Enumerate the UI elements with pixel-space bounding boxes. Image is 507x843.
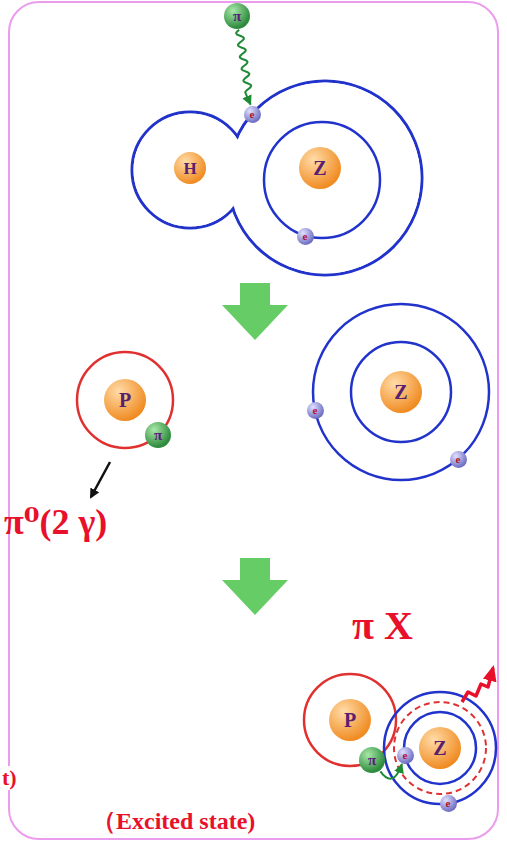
node-text: e <box>456 454 461 465</box>
xray-emission-arrow <box>462 668 493 702</box>
cut-label: t) <box>0 766 19 790</box>
node-text: e <box>250 109 255 120</box>
xray-label: π X <box>352 604 413 648</box>
electron-orbit <box>264 122 380 238</box>
transfer-arrow <box>380 764 402 779</box>
node-text: e <box>313 405 318 416</box>
electron-ball: e <box>297 228 314 245</box>
node-text: e <box>446 798 451 809</box>
electron-orbit <box>351 342 451 442</box>
node-text: Z <box>394 382 407 402</box>
electron-ball: e <box>450 451 467 468</box>
pion-ball: π <box>359 747 385 773</box>
node-text: e <box>403 750 408 761</box>
state-label: （Excited state) <box>90 808 257 834</box>
node-text: π <box>368 753 376 768</box>
node-text: P <box>344 710 356 730</box>
wavy-arrow <box>236 30 251 105</box>
pion-orbit <box>77 352 173 448</box>
node-text: H <box>183 160 196 177</box>
node-text: P <box>119 390 131 410</box>
electron-orbit <box>404 712 476 784</box>
step-arrow <box>222 558 288 615</box>
nucleus-ball: Z <box>419 727 461 769</box>
node-text: Z <box>433 738 446 758</box>
electron-ball: e <box>244 106 261 123</box>
nucleus-ball: Z <box>299 147 341 189</box>
molecule-fill <box>134 114 247 227</box>
pion-ball: π <box>224 3 250 29</box>
molecule-fill <box>230 83 421 274</box>
electron-orbit <box>384 692 496 804</box>
electron-ball: e <box>307 402 324 419</box>
nucleus-ball: Z <box>380 371 422 413</box>
nucleus-ball: P <box>329 699 371 741</box>
node-text: e <box>303 231 308 242</box>
pion-orbit-excited <box>394 702 486 794</box>
frame <box>9 2 498 839</box>
electron-orbit <box>313 304 489 480</box>
step-arrow <box>222 283 288 340</box>
nucleus-ball: H <box>174 152 206 184</box>
electron-ball: e <box>397 747 414 764</box>
node-text: π <box>154 428 162 443</box>
electron-ball: e <box>440 795 457 812</box>
pion-ball: π <box>145 422 171 448</box>
node-text: π <box>233 9 241 24</box>
decay-arrow <box>91 462 110 497</box>
node-text: Z <box>313 158 326 178</box>
molecule-outline <box>228 81 422 275</box>
nucleus-ball: P <box>104 379 146 421</box>
decay-label: π⁰(2 γ) <box>4 503 107 543</box>
